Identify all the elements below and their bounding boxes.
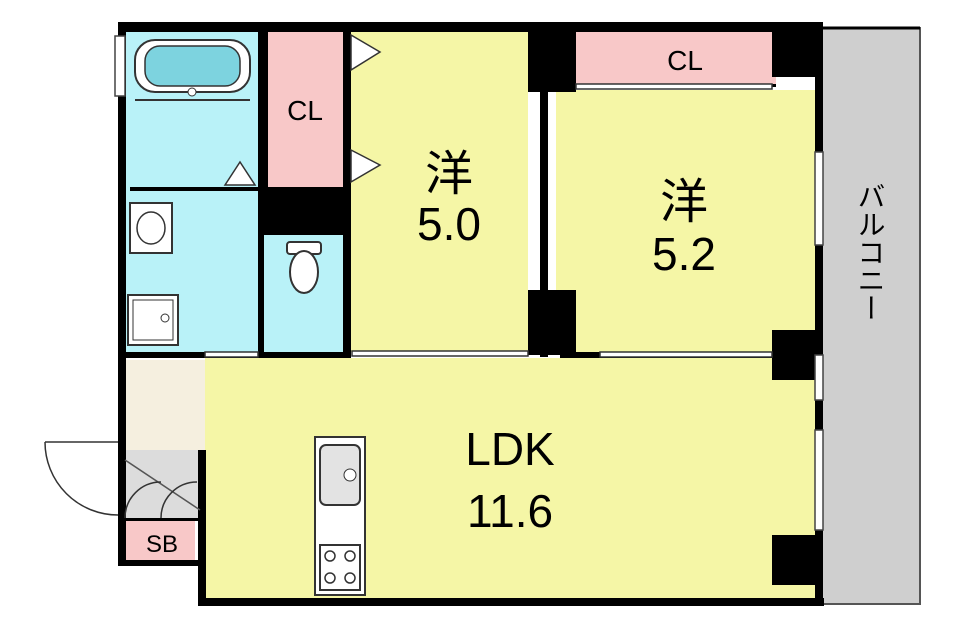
ldk-kind: LDK bbox=[465, 423, 555, 475]
closet-left bbox=[268, 32, 346, 187]
closet-left-label: CL bbox=[287, 95, 323, 126]
sliding-doors bbox=[204, 83, 773, 358]
washbasin-icon bbox=[129, 202, 173, 254]
ldk-room bbox=[205, 358, 818, 598]
entry-hall bbox=[125, 360, 205, 450]
western-room-1-size: 5.0 bbox=[417, 198, 481, 250]
washing-machine-pan-icon bbox=[127, 294, 179, 346]
walls bbox=[118, 22, 824, 606]
shoe-box bbox=[125, 520, 195, 560]
entrance-door-icon bbox=[44, 441, 201, 519]
bathtub-icon bbox=[134, 39, 251, 97]
western-room-2-kind: 洋 bbox=[660, 176, 708, 229]
bath-door-icon bbox=[223, 160, 257, 186]
western-room-2-size: 5.2 bbox=[652, 228, 716, 280]
balcony-label: バルコニー bbox=[855, 182, 886, 322]
windows bbox=[114, 35, 824, 531]
closet-top-right-label: CL bbox=[667, 45, 703, 76]
closet-top-right bbox=[576, 32, 776, 84]
closet-door-left bbox=[350, 33, 382, 184]
shoe-box-label: SB bbox=[146, 531, 178, 558]
balcony-area bbox=[821, 27, 921, 605]
western-room-1 bbox=[346, 32, 528, 352]
ldk-size: 11.6 bbox=[467, 485, 553, 537]
western-room-2 bbox=[556, 90, 818, 352]
toilet-icon bbox=[286, 241, 322, 294]
gas-stove-icon bbox=[319, 544, 361, 591]
western-room-1-kind: 洋 bbox=[425, 148, 473, 201]
